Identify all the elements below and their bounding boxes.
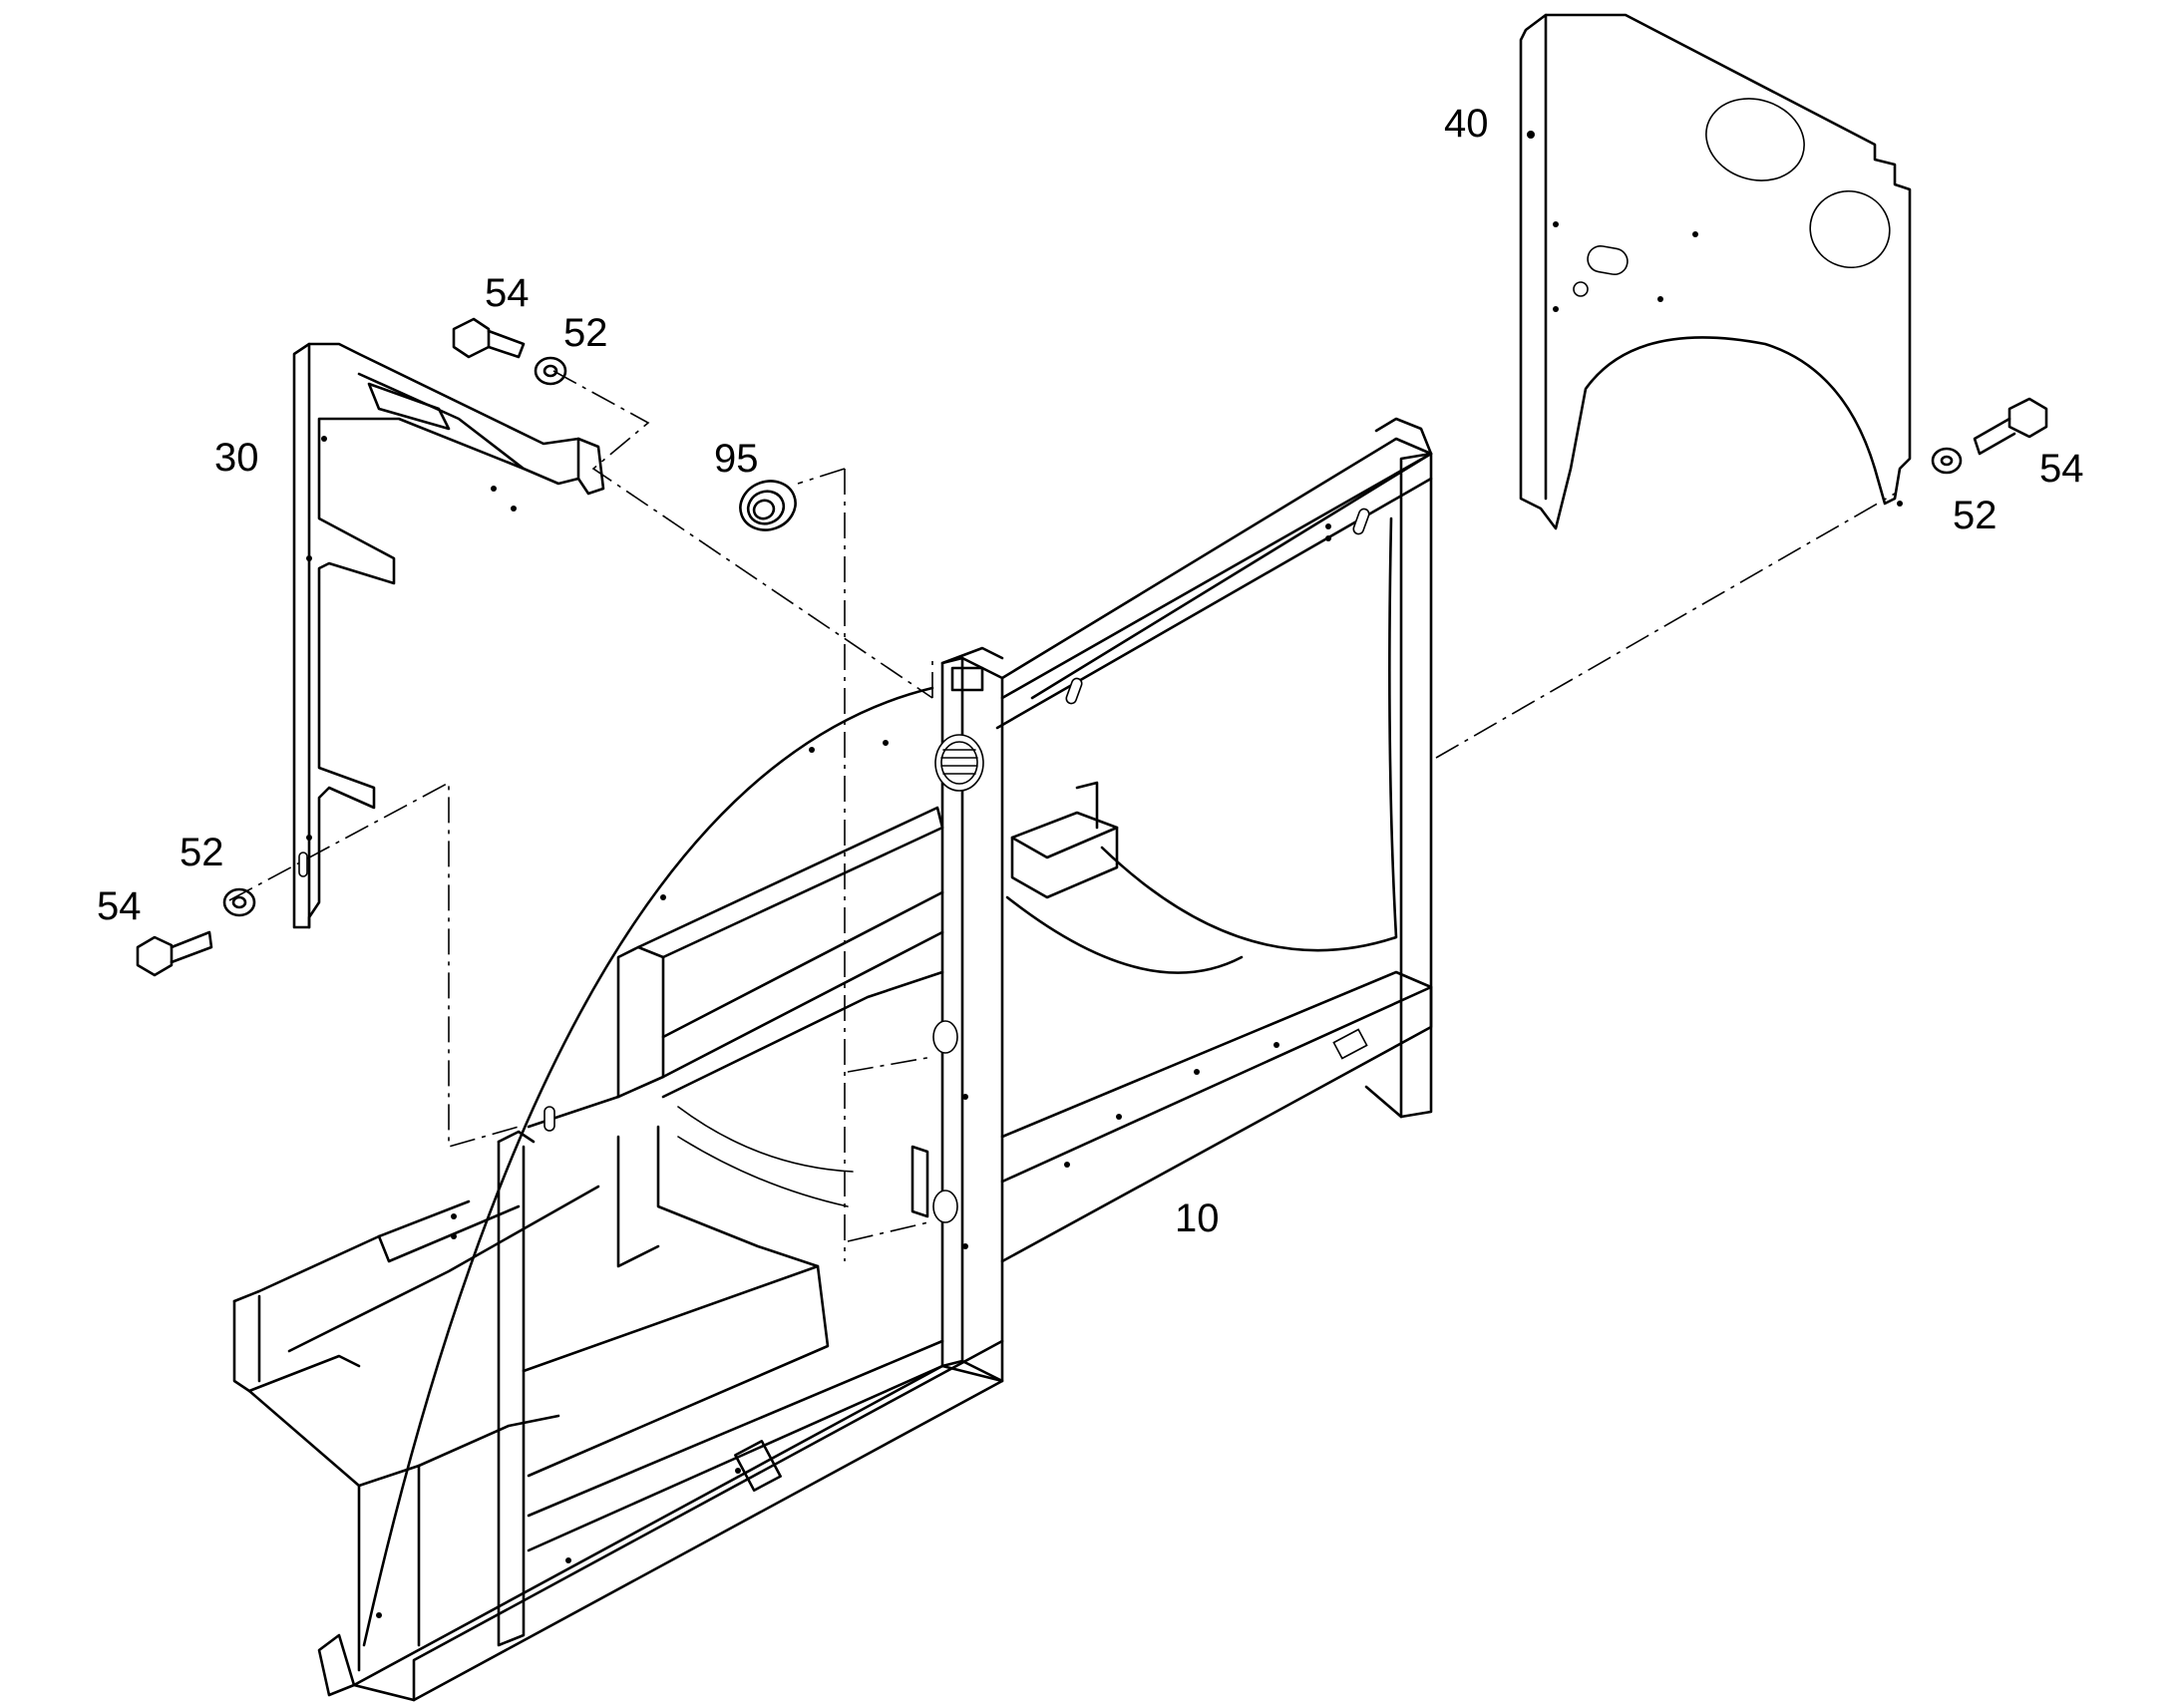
- washer-52-left: [222, 887, 256, 917]
- washer-52-right: [1931, 447, 1963, 475]
- callout-52-left: 52: [180, 831, 224, 874]
- callout-52-right: 52: [1953, 494, 1998, 537]
- washer-52-top: [534, 356, 567, 386]
- callout-30: 30: [214, 436, 259, 480]
- callout-54-right: 54: [2039, 447, 2084, 491]
- part-95-grommet: [739, 480, 797, 531]
- part-10-main-frame: [232, 417, 1433, 1702]
- callout-10: 10: [1175, 1196, 1220, 1240]
- callout-54-top: 54: [485, 271, 530, 315]
- bolt-54-left: [136, 930, 213, 977]
- callout-95: 95: [714, 437, 759, 481]
- part-40-right-cover: [1519, 13, 1912, 530]
- callout-52-top: 52: [563, 311, 608, 355]
- part-30-left-bracket: [292, 342, 605, 929]
- bolt-54-top: [452, 317, 526, 359]
- bolt-54-right: [1973, 397, 2048, 456]
- callout-54-left: 54: [97, 884, 142, 928]
- assembly-lines: [228, 370, 1896, 1261]
- callout-40: 40: [1444, 102, 1489, 146]
